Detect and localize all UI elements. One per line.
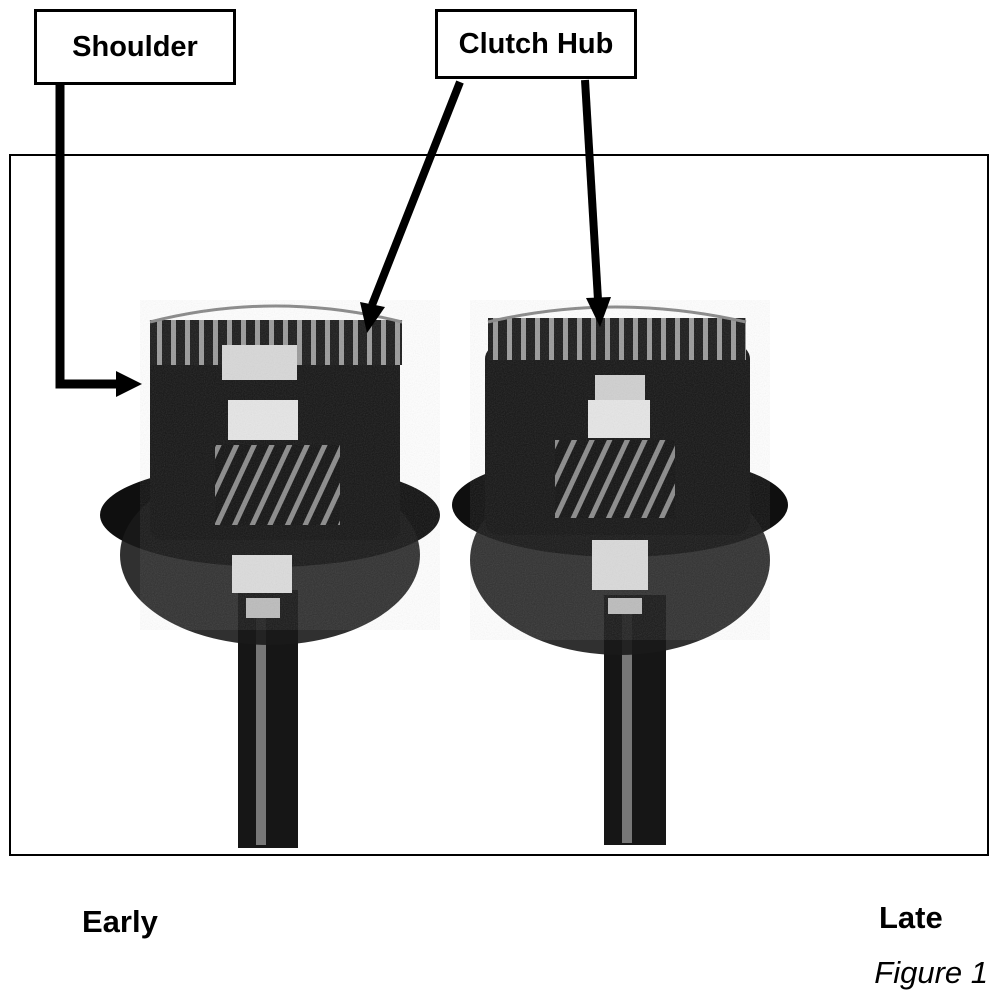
shoulder-arrow [55,84,142,397]
early-shaft-assembly [100,300,440,848]
clutch-hub-arrow-early [360,80,464,333]
figure-caption: Figure 1 [874,955,988,990]
clutch-hub-arrow-late [581,79,611,327]
shoulder-callout: Shoulder [34,9,236,85]
clutch-hub-callout: Clutch Hub [435,9,637,79]
clutch-hub-callout-text: Clutch Hub [458,27,614,60]
early-caption: Early [82,904,158,939]
shoulder-callout-text: Shoulder [72,30,198,63]
late-caption: Late [879,900,943,935]
late-shaft-assembly [452,300,788,845]
